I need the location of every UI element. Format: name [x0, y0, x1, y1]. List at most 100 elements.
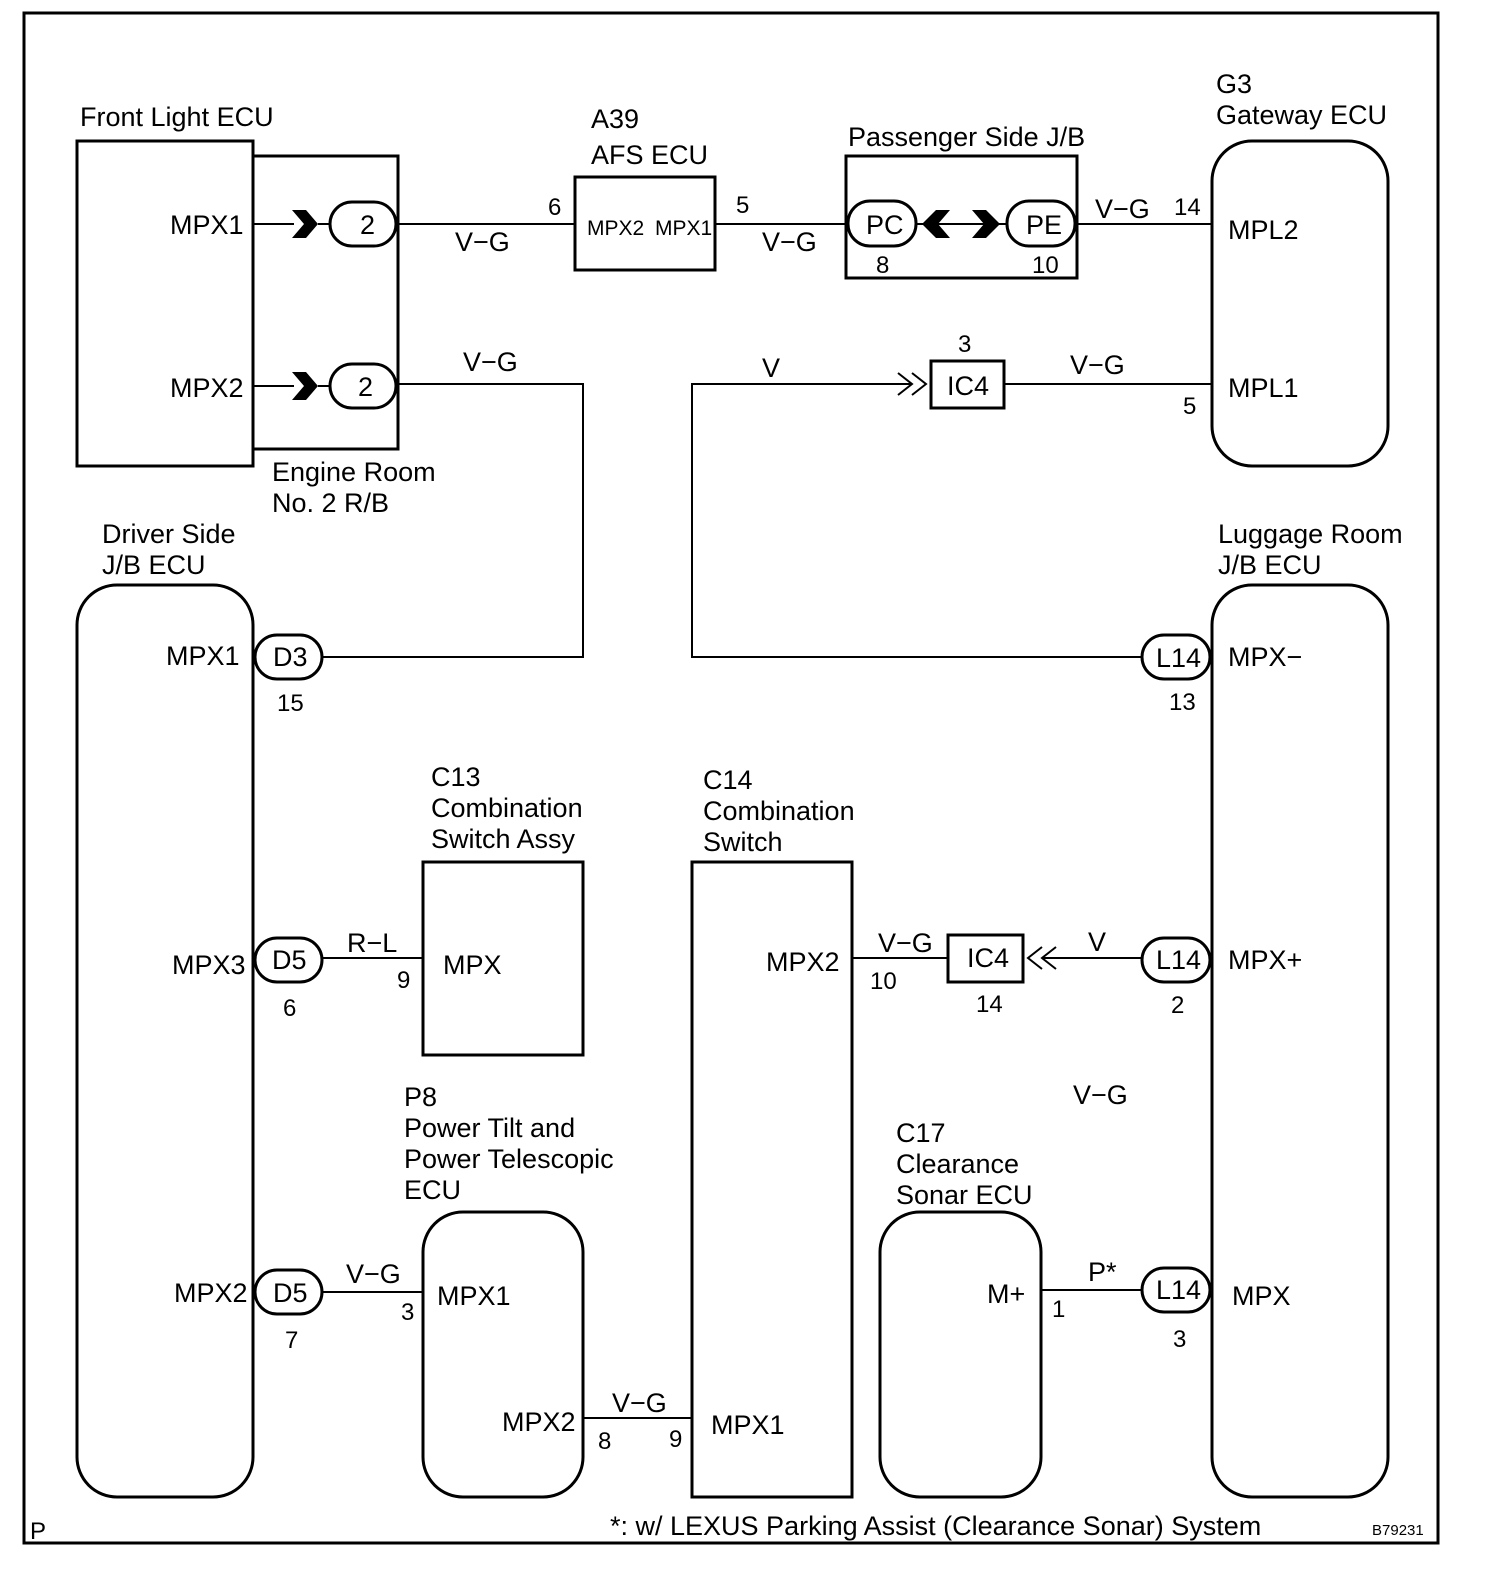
p8-title-3: ECU [404, 1175, 461, 1205]
luggage-jb-num-13: 13 [1169, 689, 1196, 716]
p8-pin-mpx1: MPX1 [437, 1281, 511, 1311]
c13-code: C13 [431, 762, 481, 792]
gateway-pin-mpl1: MPL1 [1228, 373, 1299, 403]
luggage-jb-title-2: J/B ECU [1218, 550, 1322, 580]
gateway-ecu-title: Gateway ECU [1216, 100, 1387, 130]
connector-chevron-icon [972, 210, 1000, 238]
driver-jb-pin-mpx2: MPX2 [174, 1278, 248, 1308]
passenger-jb-conn-pc: PC [866, 210, 904, 240]
driver-jb-pin-mpx3: MPX3 [172, 950, 246, 980]
p8-code: P8 [404, 1082, 437, 1112]
engine-room-conn-2-top: 2 [360, 210, 375, 240]
c14-pin-num-9: 9 [669, 1426, 682, 1453]
p8-pin-num-8: 8 [598, 1428, 611, 1455]
c14-combination-switch: C14 Combination Switch MPX2 MPX1 10 9 [669, 765, 897, 1499]
c13-pin-mpx: MPX [443, 950, 502, 980]
p8-title-2: Power Telescopic [404, 1144, 614, 1174]
ic4-top-junction: IC4 3 [929, 331, 1006, 410]
c13-title-1: Combination [431, 793, 583, 823]
ic4-mid-num: 14 [976, 991, 1003, 1018]
ic4-mid-junction: IC4 14 [946, 933, 1025, 1018]
afs-pin-mpx2: MPX2 [587, 217, 644, 240]
wire-label: V−G [612, 1388, 667, 1418]
luggage-jb-pin-mpx-minus: MPX− [1228, 642, 1302, 672]
front-light-pin-mpx2: MPX2 [170, 373, 244, 403]
c17-title-1: Clearance [896, 1149, 1019, 1179]
luggage-jb-conn-l14b: L14 [1156, 945, 1201, 975]
c17-code: C17 [896, 1118, 946, 1148]
driver-jb-pin-mpx1: MPX1 [166, 641, 240, 671]
p8-title-1: Power Tilt and [404, 1113, 575, 1143]
c13-pin-num-9: 9 [397, 967, 410, 994]
c17-pin-m-plus: M+ [987, 1279, 1025, 1309]
wire-label: V−G [762, 227, 817, 257]
driver-jb-conn-d3: D3 [273, 642, 308, 672]
wire-label: V−G [878, 928, 933, 958]
c17-title-2: Sonar ECU [896, 1180, 1033, 1210]
passenger-side-jb: Passenger Side J/B PC PE 8 10 [844, 122, 1085, 280]
gateway-pin-mpl2: MPL2 [1228, 215, 1299, 245]
c14-pin-mpx1: MPX1 [711, 1410, 785, 1440]
p8-pin-num-3: 3 [401, 1299, 414, 1326]
c14-code: C14 [703, 765, 753, 795]
front-light-ecu: Front Light ECU MPX1 MPX2 32 31 [75, 102, 290, 468]
ic4-top-num: 3 [958, 331, 971, 358]
gateway-ecu: G3 Gateway ECU 14 MPL2 MPL1 5 [1174, 69, 1390, 468]
ic4-top-label: IC4 [947, 371, 989, 401]
connector-chevron-icon [292, 372, 318, 400]
c17-pin-num-1: 1 [1052, 1296, 1065, 1323]
luggage-jb-num-3: 3 [1173, 1326, 1186, 1353]
luggage-jb-connector-l14b [1140, 936, 1212, 984]
engine-room-rb-label-2: No. 2 R/B [272, 488, 389, 518]
diagram-frame [22, 11, 1440, 1545]
wire-label: V−G [463, 347, 518, 377]
luggage-jb-pin-mpx-plus: MPX+ [1228, 945, 1302, 975]
wire-label: V [1088, 927, 1106, 957]
c13-combination-switch-assy: C13 Combination Switch Assy MPX 9 [397, 762, 585, 1057]
wire-label: V−G [346, 1259, 401, 1289]
afs-pin-mpx1: MPX1 [655, 217, 712, 240]
passenger-jb-title: Passenger Side J/B [848, 122, 1085, 152]
passenger-jb-num-8: 8 [876, 252, 889, 279]
engine-room-rb-label-1: Engine Room [272, 457, 436, 487]
luggage-jb-title-1: Luggage Room [1218, 519, 1403, 549]
c17-clearance-sonar-ecu: C17 Clearance Sonar ECU M+ 1 [878, 1118, 1065, 1499]
wire-label: P* [1088, 1257, 1117, 1287]
p8-power-tilt-telescopic-ecu: P8 Power Tilt and Power Telescopic ECU M… [401, 1082, 614, 1499]
engine-room-conn-2-bottom: 2 [358, 372, 373, 402]
luggage-jb-pin-mpx: MPX [1232, 1281, 1291, 1311]
connector-chevron-icon [292, 210, 318, 238]
afs-pin-num-6: 6 [548, 194, 561, 221]
passenger-jb-conn-pe: PE [1026, 210, 1062, 240]
luggage-jb-conn-l14a: L14 [1156, 643, 1201, 673]
driver-jb-num-6: 6 [283, 995, 296, 1022]
c14-title-1: Combination [703, 796, 855, 826]
footnote: *: w/ LEXUS Parking Assist (Clearance So… [610, 1511, 1261, 1541]
luggage-jb-connector-l14a [1140, 633, 1212, 681]
c14-title-2: Switch [703, 827, 783, 857]
engine-room-connector-bottom [328, 362, 398, 410]
driver-jb-title-2: J/B ECU [102, 550, 206, 580]
afs-ecu: A39 AFS ECU MPX2 MPX1 6 5 [548, 104, 749, 272]
driver-jb-conn-d5a: D5 [272, 945, 307, 975]
luggage-jb-conn-l14c: L14 [1156, 1275, 1201, 1305]
driver-jb-title-1: Driver Side [102, 519, 236, 549]
driver-side-jb-ecu: Driver Side J/B ECU MPX1 MPX3 MPX2 D3 15… [75, 519, 324, 1499]
ic4-mid-label: IC4 [967, 943, 1009, 973]
driver-jb-connector-d5a [253, 936, 324, 984]
wire-label: V [762, 353, 780, 383]
driver-jb-conn-d5b: D5 [273, 1278, 308, 1308]
gateway-ecu-code: G3 [1216, 69, 1252, 99]
figure-code: B79231 [1372, 1522, 1424, 1539]
driver-jb-connector-d3 [253, 633, 324, 681]
wire-label: V−G [455, 227, 510, 257]
afs-pin-num-5: 5 [736, 192, 749, 219]
gateway-pin-num-5: 5 [1183, 393, 1196, 420]
wire-label: R−L [347, 928, 397, 958]
afs-ecu-title: AFS ECU [591, 140, 708, 170]
c14-pin-num-10: 10 [870, 968, 897, 995]
corner-label: P [30, 1518, 46, 1545]
c14-pin-mpx2: MPX2 [766, 947, 840, 977]
luggage-jb-num-2: 2 [1171, 992, 1184, 1019]
driver-jb-num-15: 15 [277, 690, 304, 717]
